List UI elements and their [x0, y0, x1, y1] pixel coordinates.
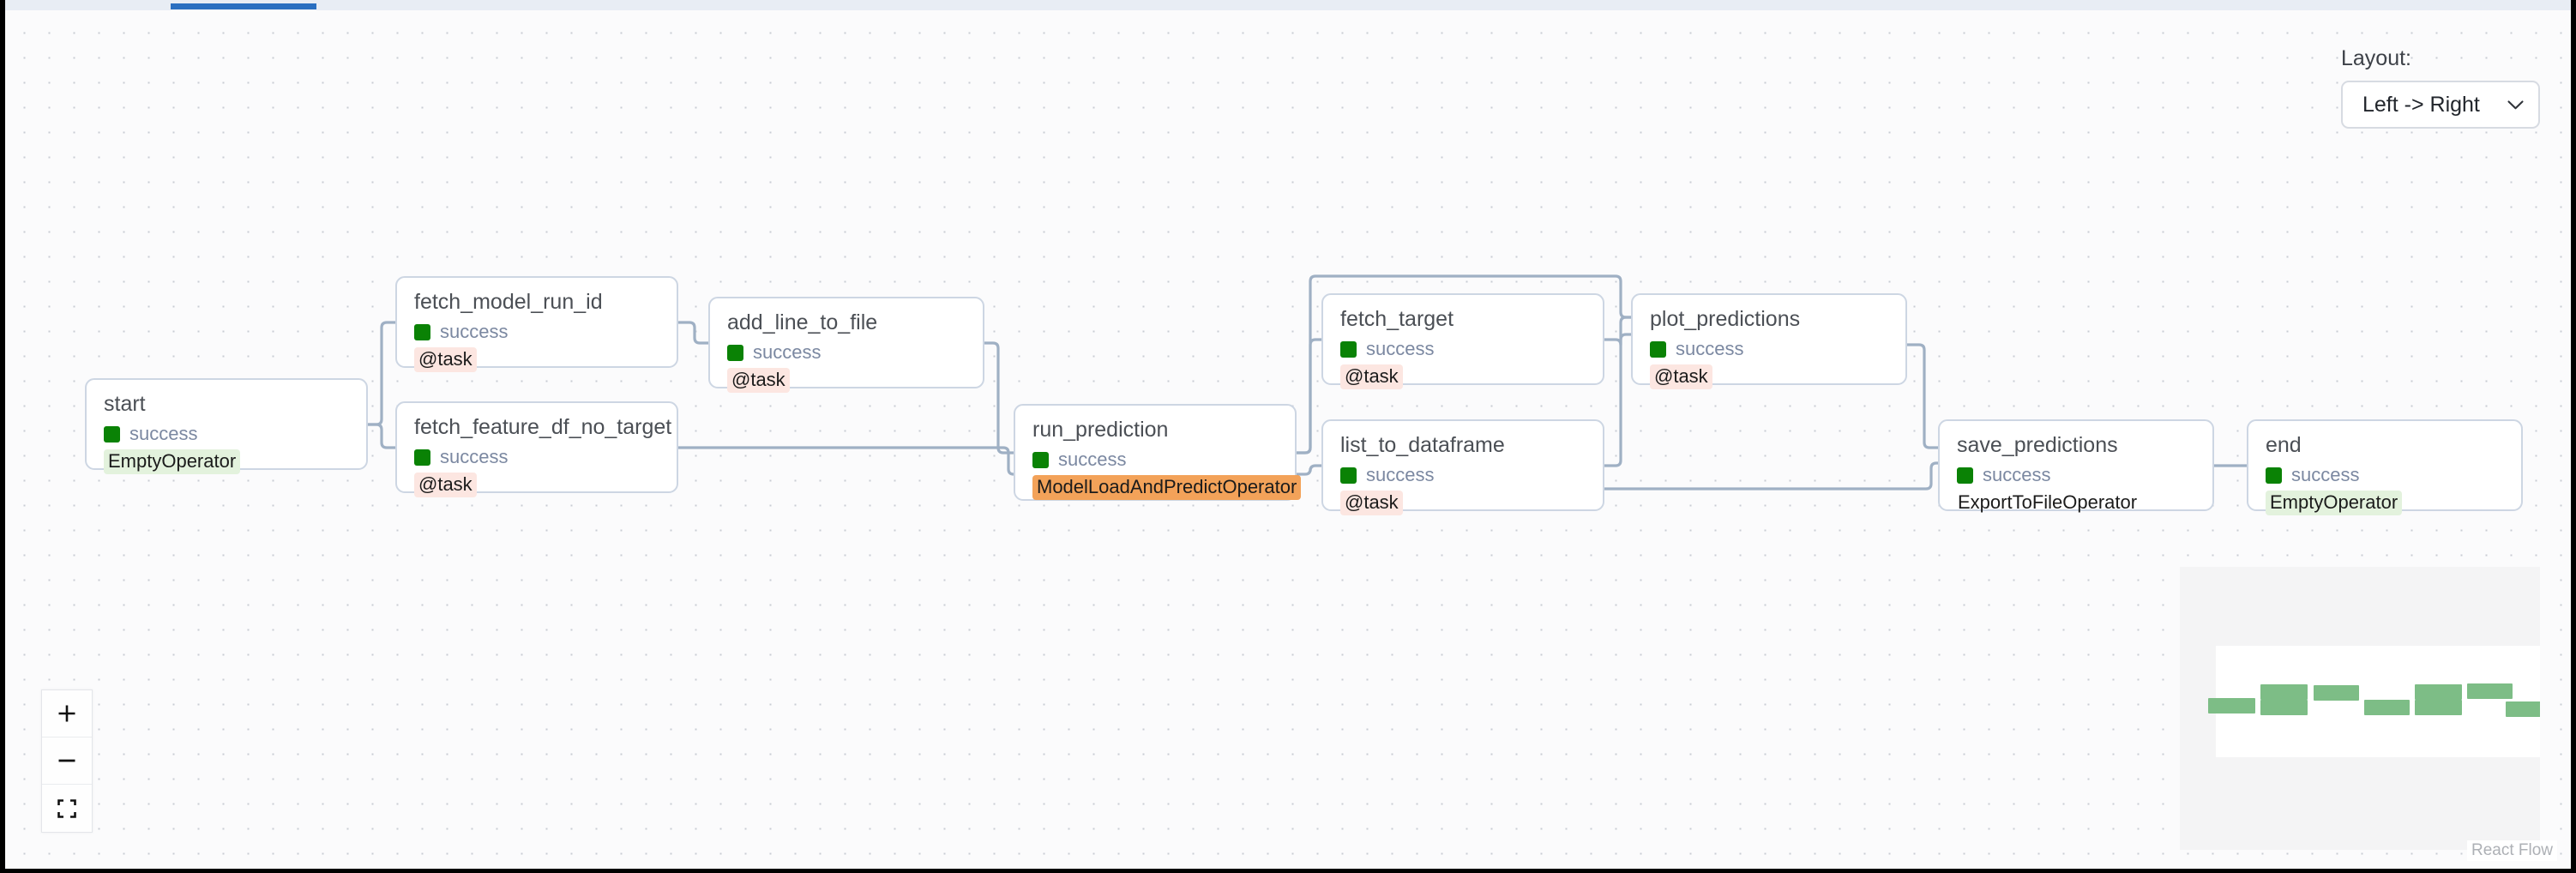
minimap-node — [2415, 700, 2462, 715]
fit-view-button[interactable] — [42, 785, 92, 832]
status-square-icon — [104, 425, 120, 443]
node-state-row: success — [104, 423, 351, 445]
node-title: fetch_target — [1340, 307, 1454, 331]
zoom-out-button[interactable] — [42, 738, 92, 785]
node-state-row: success — [1650, 338, 1890, 360]
status-square-icon — [2266, 467, 2282, 484]
node-title: list_to_dataframe — [1340, 433, 1505, 457]
status-square-icon — [1957, 467, 1973, 484]
minus-icon — [58, 759, 75, 762]
minimap-node — [2506, 701, 2540, 717]
node-state-label: success — [129, 423, 198, 444]
node-state-label: success — [1366, 338, 1435, 359]
node-operator-badge: EmptyOperator — [104, 449, 241, 474]
minimap-node — [2260, 684, 2308, 700]
node-operator-badge: ModelLoadAndPredictOperator — [1032, 475, 1302, 500]
node-title: save_predictions — [1957, 433, 2118, 457]
tab-strip — [5, 0, 2571, 10]
node-state-label: success — [1983, 464, 2051, 485]
node-title: end — [2266, 433, 2302, 457]
active-tab-indicator[interactable] — [171, 3, 316, 9]
node-operator-badge: @task — [1650, 364, 1712, 389]
minimap-node — [2364, 700, 2410, 715]
node-state-row: success — [1957, 464, 2197, 486]
layout-select-value: Left -> Right — [2362, 92, 2480, 117]
node-state-label: success — [2291, 464, 2360, 485]
fit-view-icon — [57, 798, 76, 818]
node-state-label: success — [753, 341, 822, 363]
node-state-label: success — [1366, 464, 1435, 485]
status-square-icon — [1340, 467, 1357, 484]
node-title: add_line_to_file — [727, 310, 878, 334]
react-flow-attribution[interactable]: React Flow — [2466, 840, 2557, 861]
node-title: start — [104, 392, 146, 416]
node-state-row: success — [727, 341, 967, 364]
node-state-row: success — [414, 321, 661, 343]
node-operator-badge: @task — [1340, 364, 1403, 389]
node-state-label: success — [440, 446, 509, 467]
node-operator-badge: @task — [727, 368, 790, 393]
node-operator-badge: ExportToFileOperator — [1958, 491, 2138, 513]
minimap-node — [2467, 683, 2513, 699]
zoom-in-button[interactable] — [42, 690, 92, 738]
node-operator-badge: @task — [414, 347, 477, 372]
node-operator-badge: EmptyOperator — [2266, 491, 2403, 515]
node-state-row: success — [2266, 464, 2506, 486]
plus-icon — [58, 705, 75, 722]
status-square-icon — [727, 344, 743, 361]
layout-label: Layout: — [2341, 46, 2412, 70]
node-title: fetch_model_run_id — [414, 290, 603, 314]
node-state-label: success — [1676, 338, 1744, 359]
node-title: plot_predictions — [1650, 307, 1801, 331]
node-operator-badge: @task — [1340, 491, 1403, 515]
node-operator-badge: @task — [414, 473, 477, 497]
node-title: run_prediction — [1032, 418, 1169, 442]
node-state-label: success — [1058, 449, 1127, 470]
minimap-node — [2260, 700, 2308, 715]
node-state-row: success — [414, 446, 661, 468]
chevron-down-icon — [2507, 99, 2524, 109]
status-square-icon — [1032, 451, 1049, 468]
status-square-icon — [414, 323, 430, 340]
node-state-row: success — [1340, 464, 1587, 486]
node-title: fetch_feature_df_no_target — [414, 415, 672, 439]
node-state-row: success — [1340, 338, 1587, 360]
status-square-icon — [1340, 340, 1357, 358]
minimap-node — [2415, 684, 2462, 700]
flow-controls — [41, 689, 93, 833]
layout-direction-select[interactable]: Left -> Right — [2341, 81, 2540, 129]
status-square-icon — [414, 449, 430, 466]
layout-panel: Layout: Left -> Right — [2341, 46, 2540, 129]
minimap-node — [2208, 698, 2255, 713]
node-state-label: success — [440, 321, 509, 342]
minimap[interactable] — [2180, 567, 2540, 850]
status-square-icon — [1650, 340, 1666, 358]
node-state-row: success — [1032, 449, 1279, 471]
minimap-node — [2314, 685, 2359, 701]
